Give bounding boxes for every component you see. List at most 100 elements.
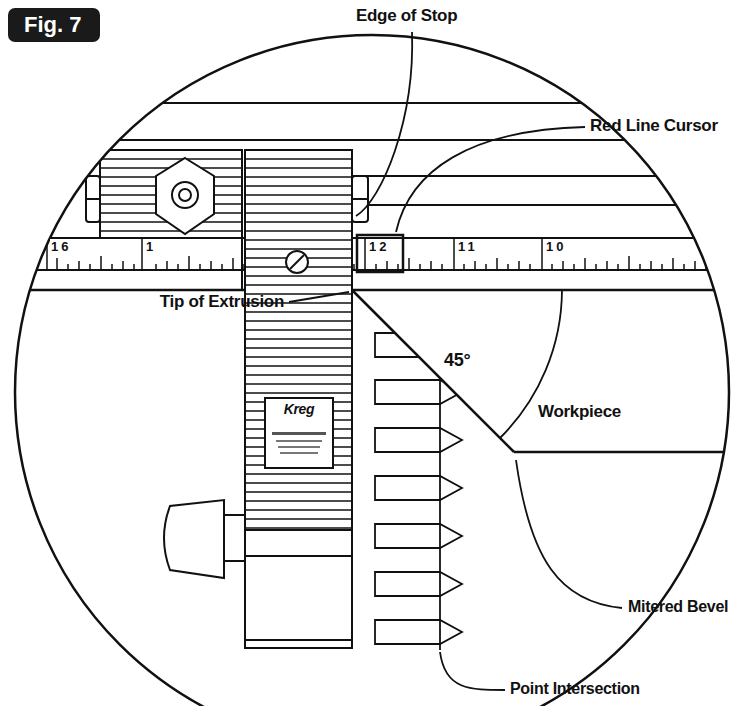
callout-label: Mitered Bevel [628, 598, 728, 616]
ruler-tick [716, 256, 718, 270]
ruler-tick [375, 264, 377, 270]
fence-line [0, 139, 756, 141]
fence-line [352, 204, 756, 206]
ruler-tick [463, 264, 465, 270]
ruler-tick [89, 264, 91, 270]
rib-line [245, 374, 352, 376]
ruler-tick [419, 264, 421, 270]
scale-number: 11 [457, 239, 479, 254]
rib-line [245, 176, 352, 178]
rib-line [245, 158, 352, 160]
ruler-tick [67, 264, 69, 270]
scale-number: 12 [368, 239, 390, 254]
ruler-tick [34, 261, 36, 270]
leader-lines [289, 32, 622, 690]
ruler-tick [397, 264, 399, 270]
rib-line [245, 212, 352, 214]
scale-number: 10 [545, 239, 567, 254]
ruler-tick [551, 264, 553, 270]
ruler-tick [639, 264, 641, 270]
ruler-tape [0, 238, 756, 270]
ruler-tick [133, 264, 135, 270]
ruler-major-tick [141, 238, 143, 270]
callout-label: Red Line Cursor [590, 116, 718, 136]
ruler-tick [1, 264, 3, 270]
ruler-tick [584, 258, 586, 270]
figure-badge: Fig. 7 [8, 8, 100, 42]
scale-number: 16 [50, 239, 72, 254]
ruler-tick [353, 264, 355, 270]
rib-line [245, 275, 352, 277]
ruler-tick [166, 261, 168, 270]
ruler-tick [441, 264, 443, 270]
fence-bottom [0, 289, 756, 292]
workpiece [352, 290, 756, 452]
ruler-tick [430, 261, 432, 270]
rib-line [245, 239, 352, 241]
ruler-major-tick [453, 238, 455, 270]
ruler-tick [386, 261, 388, 270]
ruler-ticks [2, 238, 750, 270]
angle-label: 45° [444, 350, 470, 371]
scale-number: 1 [145, 239, 157, 254]
ruler-tick [650, 261, 652, 270]
rib-line [245, 320, 352, 322]
ruler-tick [683, 264, 685, 270]
ruler-tick [23, 264, 25, 270]
rib-line [245, 311, 352, 313]
rib-line [245, 509, 352, 511]
rib-line [245, 518, 352, 520]
part-label: Workpiece [538, 402, 621, 422]
ruler-tick [606, 261, 608, 270]
rib-line [245, 527, 352, 529]
rib-line [245, 284, 352, 286]
detail-view [0, 103, 756, 650]
rib-line [245, 446, 352, 448]
ruler-tick [529, 264, 531, 270]
ruler-tick [199, 264, 201, 270]
rib-line [245, 392, 352, 394]
ruler-tick [232, 258, 234, 270]
ruler-tick [727, 264, 729, 270]
ruler-tick [210, 261, 212, 270]
ruler-tick [12, 256, 14, 270]
stop-body [164, 150, 368, 648]
ruler-tick [177, 264, 179, 270]
flip-block [86, 150, 242, 238]
detail-circle [15, 35, 729, 706]
ruler-tick [221, 264, 223, 270]
ruler-tick [562, 261, 564, 270]
rib-line [245, 383, 352, 385]
ruler-tick [628, 256, 630, 270]
callout-label: Edge of Stop [356, 6, 457, 26]
ruler-tick [408, 258, 410, 270]
rib-line [245, 500, 352, 502]
ruler-tick [694, 261, 696, 270]
ruler-tick [100, 256, 102, 270]
ruler-tick [496, 258, 498, 270]
finger-scale [375, 333, 462, 650]
figure-number: Fig. 7 [24, 12, 84, 38]
ruler-tick [595, 264, 597, 270]
rib-line [245, 347, 352, 349]
rib-line [100, 230, 242, 232]
ruler-tick [188, 256, 190, 270]
rib-line [100, 158, 242, 160]
fence-line [352, 175, 756, 177]
ruler-tick [518, 261, 520, 270]
ruler-tick [749, 264, 751, 270]
rib-line [245, 203, 352, 205]
ruler-tick [661, 264, 663, 270]
cursor-window [357, 235, 403, 272]
rib-line [245, 230, 352, 232]
rib-line [245, 329, 352, 331]
ruler-tick [78, 261, 80, 270]
ruler-tick [573, 264, 575, 270]
rib-line [245, 167, 352, 169]
ruler-tick [672, 258, 674, 270]
rib-line [245, 338, 352, 340]
ruler-tick [155, 264, 157, 270]
ruler-tick [485, 264, 487, 270]
ruler-tick [738, 261, 740, 270]
